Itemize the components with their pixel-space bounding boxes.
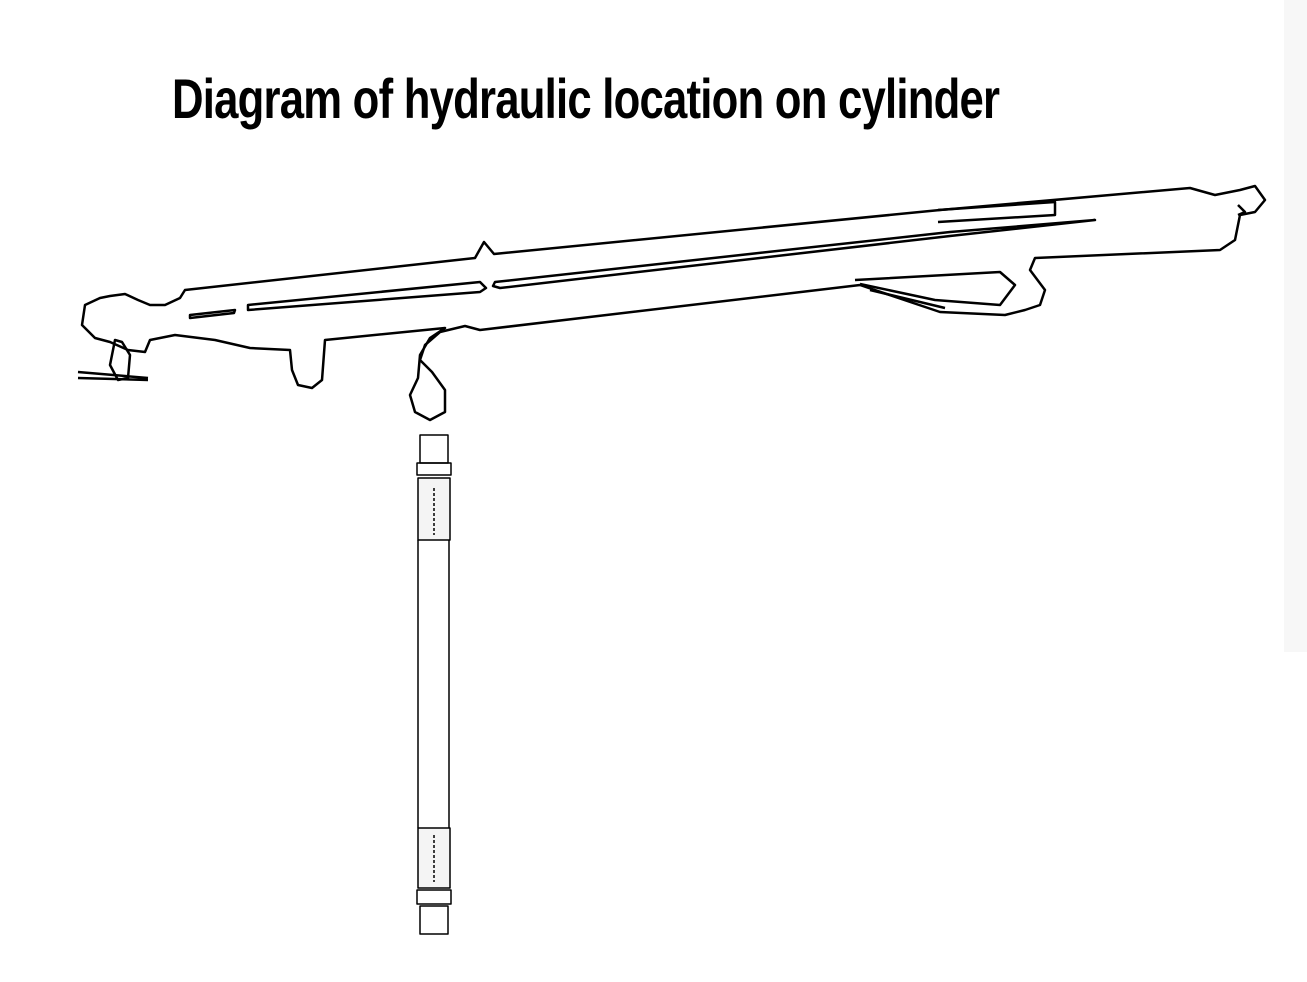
hose-bottom-nut	[419, 905, 449, 935]
edge-strip	[1284, 0, 1307, 652]
diagram-title: Diagram of hydraulic location on cylinde…	[172, 67, 1000, 130]
cylinder-outline	[80, 184, 1267, 422]
piston-rod	[937, 200, 1057, 224]
hydraulic-cylinder	[77, 184, 1267, 422]
end-cap-hook	[1237, 204, 1247, 217]
hose-bottom-collar	[416, 889, 452, 905]
cylinder-slot-mid	[246, 280, 488, 312]
brace-arm	[854, 270, 1017, 310]
mount-pin	[77, 338, 149, 382]
cylinder-slot-left	[188, 308, 237, 320]
cylinder-slot-right	[491, 218, 1097, 290]
hydraulic-hose	[416, 434, 452, 935]
hose-top-nut	[419, 434, 449, 464]
hose-top-collar	[416, 462, 452, 476]
